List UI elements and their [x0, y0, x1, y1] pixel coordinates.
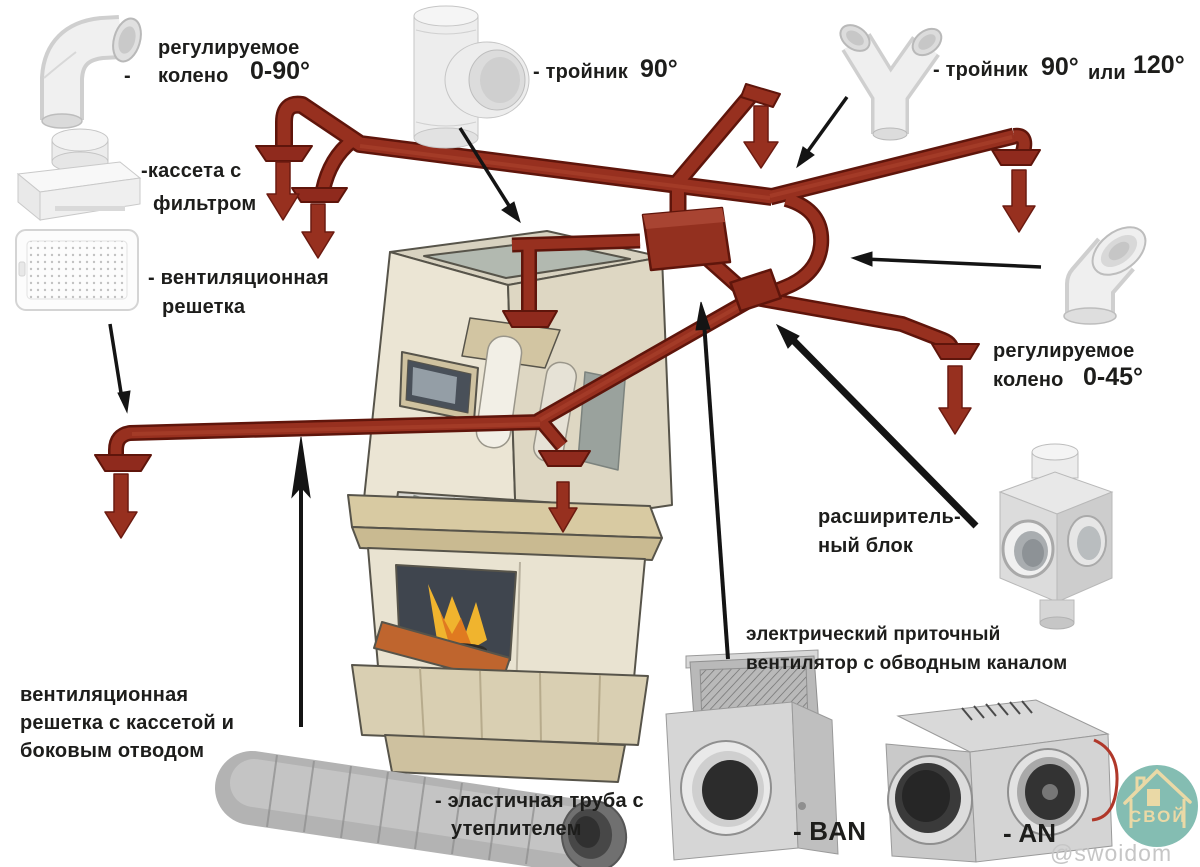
logo-text: СВОЙ: [1129, 807, 1187, 826]
label-electric-fan-line2: вентилятор с обводным каналом: [746, 653, 1068, 674]
label-grille-cassette-line2: решетка с кассетой и: [20, 712, 235, 734]
label-expansion-line1: расширитель-: [818, 506, 961, 528]
house-logo-icon: [1116, 765, 1198, 847]
fireplace-illustration: [347, 230, 673, 783]
label-elbow-0-90-dash: -: [124, 65, 131, 87]
flex-insulated-pipe-icon: [215, 751, 628, 867]
label-elbow-0-45-value: 0-45°: [1083, 363, 1144, 391]
label-elbow-0-45-line1: регулируемое: [993, 340, 1135, 362]
label-fan-an: - AN: [1003, 818, 1057, 848]
an-fan-icon: [885, 699, 1119, 863]
ban-fan-icon: [665, 649, 839, 861]
vent-grille-icon: [15, 229, 139, 311]
label-electric-fan-line1: электрический приточный: [746, 624, 1001, 645]
label-elbow-0-90-line1: регулируемое: [158, 37, 300, 59]
label-tee-90-value: 90°: [640, 55, 678, 83]
label-cassette-line2: фильтром: [153, 193, 257, 215]
label-fan-ban: - BAN: [793, 816, 867, 846]
label-flex-pipe-line1: - эластичная труба с: [435, 790, 644, 812]
label-grille-cassette-line3: боковым отводом: [20, 740, 205, 762]
label-elbow-0-90-value: 0-90°: [250, 57, 311, 85]
watermark-handle: @swoidom: [1050, 840, 1173, 866]
label-elbow-0-90-line2: колено: [158, 65, 229, 87]
label-elbow-0-45-line2: колено: [993, 369, 1064, 391]
bypass-box: [641, 206, 782, 313]
label-tee-90-120-value2: 120°: [1133, 51, 1185, 79]
filter-cassette-icon: [16, 128, 142, 222]
label-tee-90-120-text: - тройник: [933, 59, 1028, 81]
duct-network: [94, 83, 1041, 539]
label-grille-cassette-line1: вентиляционная: [20, 684, 189, 706]
label-flex-pipe-line2: утеплителем: [451, 818, 582, 840]
tee-y-fitting-icon: [839, 24, 943, 141]
elbow-45-fitting-icon: [1063, 226, 1147, 325]
label-grille-line1: - вентиляционная: [148, 267, 329, 289]
elbow-90-fitting-icon: [40, 15, 142, 129]
label-tee-90-120-conj: или: [1088, 62, 1126, 84]
label-tee-90-120-value: 90°: [1041, 53, 1079, 81]
pointer-arrows: [108, 95, 1042, 727]
airflow-arrow-icon: [104, 105, 1036, 539]
label-cassette-line1: -кассета с: [141, 160, 242, 182]
label-tee-90-text: - тройник: [533, 61, 628, 83]
label-expansion-line2: ный блок: [818, 535, 914, 557]
label-grille-line2: решетка: [162, 296, 246, 318]
tee-90-fitting-icon: [413, 5, 530, 149]
expansion-block-icon: [998, 443, 1114, 630]
